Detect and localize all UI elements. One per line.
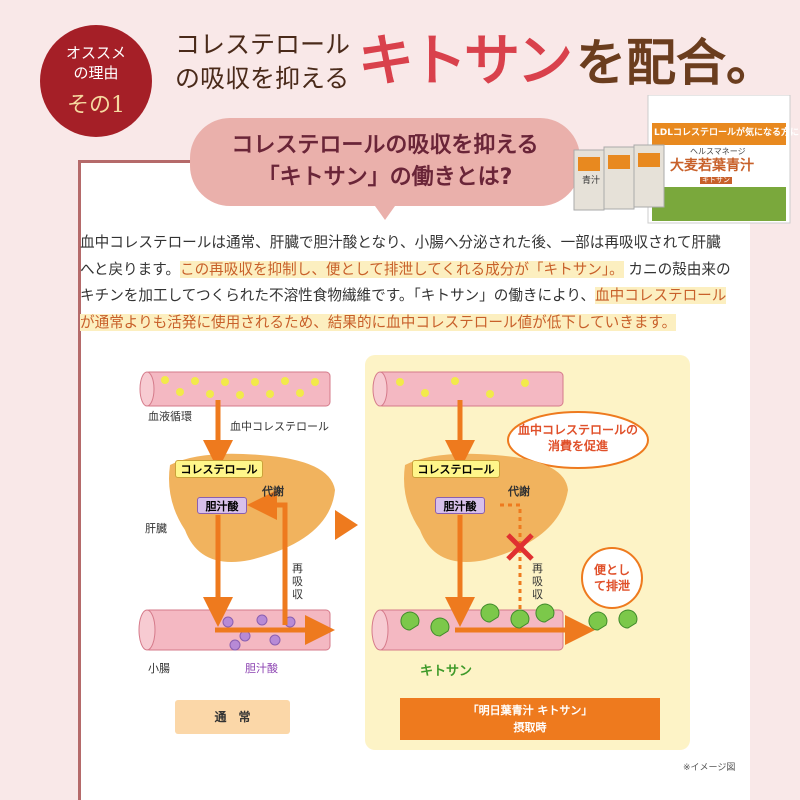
product-sub: キトサン	[700, 176, 732, 184]
product-brand: ヘルスマネージ	[690, 147, 746, 156]
chitosan-particles	[400, 603, 638, 637]
headline-small: コレステロールの吸収を抑える	[175, 28, 350, 96]
callout-text: 血中コレステロールの消費を促進	[518, 423, 639, 453]
headline-highlight: キトサン	[358, 28, 573, 94]
bubble-line2: 「キトサン」の働きとは?	[257, 165, 513, 190]
right-label-reabsorption: 再吸収	[532, 562, 543, 601]
speech-bubble: コレステロールの吸収を抑える 「キトサン」の働きとは?	[190, 118, 580, 220]
sachet-label: 青汁	[582, 176, 601, 186]
image-note: ※イメージ図	[683, 763, 736, 773]
headline-large: キトサン を配合。	[358, 28, 776, 95]
headline-small-line2: の吸収を抑える	[175, 64, 350, 93]
bubble-line1: コレステロールの吸収を抑える	[231, 133, 539, 158]
caption-line1: 「明日葉青汁 キトサン」	[467, 704, 593, 717]
right-liver	[404, 453, 568, 562]
callout-ellipse	[507, 411, 649, 469]
para-text-2: カニの殻由来のキチンを加工してつくられた不溶性食物繊維です。「キトサン」の働きに…	[80, 260, 731, 305]
label-blood-circulation: 血液循環	[148, 410, 192, 423]
normal-caption: 通 常	[175, 700, 290, 734]
caption-line2: 摂取時	[513, 721, 547, 734]
label-metabolism: 代謝	[262, 485, 284, 498]
badge-line1: オススメ	[65, 44, 126, 62]
right-label-metabolism: 代謝	[508, 485, 530, 498]
right-blood-vessel	[372, 371, 564, 407]
badge-line3: その1	[67, 93, 125, 118]
label-reabsorption: 再吸収	[292, 562, 303, 601]
explanation-paragraph: 血中コレステロールは通常、肝臓で胆汁酸となり、小腸へ分泌された後、一部は再吸収さ…	[80, 230, 735, 336]
product-package-graphic	[573, 94, 791, 224]
headline-small-line1: コレステロール	[175, 30, 351, 59]
excretion-text: 便として排泄	[593, 563, 630, 593]
para-highlight-1: この再吸収を抑制し、便として排泄してくれる成分が「キトサン」。	[179, 260, 624, 278]
transition-arrow	[335, 510, 358, 540]
excretion-circle	[581, 547, 643, 609]
label-blood-cholesterol: 血中コレステロール	[230, 420, 329, 433]
chitosan-label: キトサン	[420, 664, 473, 679]
right-cholesterol-box: コレステロール	[412, 460, 500, 478]
label-liver: 肝臓	[145, 522, 167, 535]
left-cholesterol-box: コレステロール	[175, 460, 263, 478]
label-bile-acid: 胆汁酸	[245, 662, 278, 675]
left-bile-acid-box: 胆汁酸	[197, 497, 247, 514]
block-x-icon	[506, 533, 534, 561]
chitosan-caption: 「明日葉青汁 キトサン」 摂取時	[400, 698, 660, 740]
headline-suffix: を配合。	[576, 33, 776, 92]
product-banner: LDLコレステロールが気になる方に	[654, 128, 799, 138]
left-blood-vessel	[139, 371, 331, 407]
badge-line2: の理由	[73, 64, 119, 82]
para-text-1: 血中コレステロールは通常、肝臓で胆汁酸となり、小腸へ分泌された後、一部は再吸収さ…	[80, 234, 721, 278]
product-image: LDLコレステロールが気になる方に ヘルスマネージ 大麦若葉青汁 キトサン 青汁	[570, 94, 799, 225]
reason-badge: オススメの理由 その1	[40, 25, 152, 137]
product-name: 大麦若葉青汁	[670, 158, 754, 174]
right-bile-acid-box: 胆汁酸	[435, 497, 485, 514]
label-small-intestine: 小腸	[148, 662, 170, 675]
